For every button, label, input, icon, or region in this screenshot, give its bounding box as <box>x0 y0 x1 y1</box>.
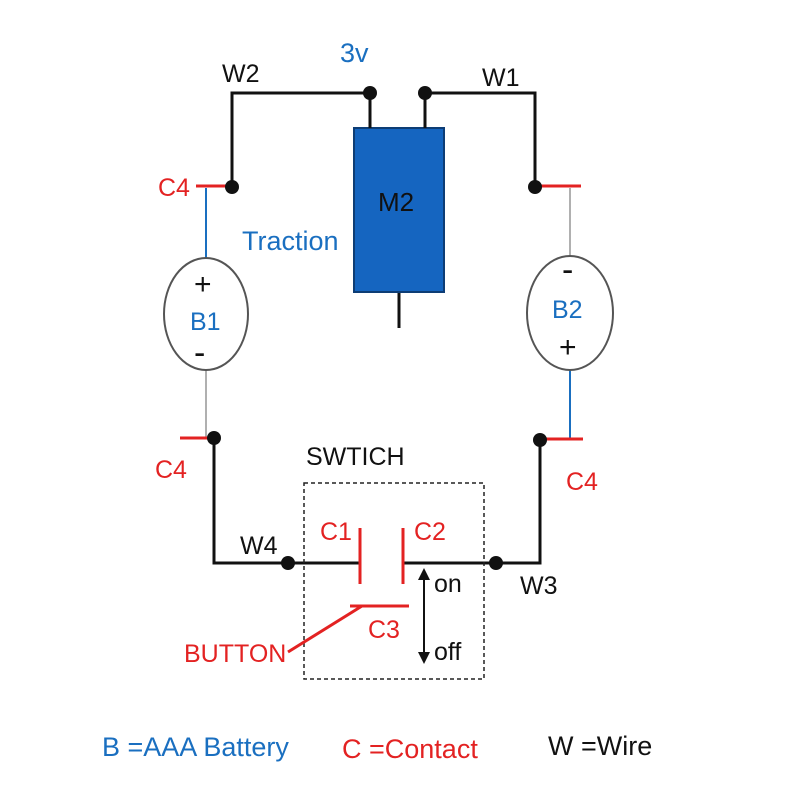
legend-wire: W =Wire <box>548 731 652 761</box>
label-w1: W1 <box>482 64 520 92</box>
wire-w4 <box>212 438 360 565</box>
label-off: off <box>434 638 461 666</box>
button-pointer <box>287 604 363 654</box>
junction-dot <box>418 86 432 100</box>
label-b1: B1 <box>190 308 221 336</box>
label-b2: B2 <box>552 296 583 324</box>
label-button: BUTTON <box>184 640 286 668</box>
battery-b1 <box>163 257 249 371</box>
legend-battery: B =AAA Battery <box>102 732 289 762</box>
b1-plus: + <box>194 268 212 301</box>
wire-w2 <box>230 91 372 187</box>
junction-dot <box>207 431 221 445</box>
junction-dot <box>225 180 239 194</box>
label-motor: M2 <box>378 187 414 217</box>
b2-minus: - <box>562 251 573 289</box>
label-w4: W4 <box>240 532 278 560</box>
b1-minus: - <box>194 334 205 372</box>
wire-w3 <box>403 440 542 565</box>
label-on: on <box>434 570 462 598</box>
label-switch-title: SWTICH <box>306 443 405 471</box>
label-traction: Traction <box>242 226 339 256</box>
label-c3: C3 <box>368 616 400 644</box>
label-c4-bottom-right: C4 <box>566 468 598 496</box>
label-voltage: 3v <box>340 38 369 68</box>
switch-box <box>303 482 485 680</box>
junction-dot <box>533 433 547 447</box>
battery-b2 <box>526 255 614 371</box>
label-w2: W2 <box>222 60 260 88</box>
label-c1: C1 <box>320 518 352 546</box>
junction-dot <box>281 556 295 570</box>
junction-dot <box>363 86 377 100</box>
motor-body <box>353 127 445 293</box>
b2-plus: + <box>559 331 577 364</box>
junction-dot <box>528 180 542 194</box>
label-w3: W3 <box>520 572 558 600</box>
label-c4-bottom-left: C4 <box>155 456 187 484</box>
legend-contact: C =Contact <box>342 734 478 764</box>
junction-dot <box>489 556 503 570</box>
label-c2: C2 <box>414 518 446 546</box>
label-c4-top-left: C4 <box>158 174 190 202</box>
